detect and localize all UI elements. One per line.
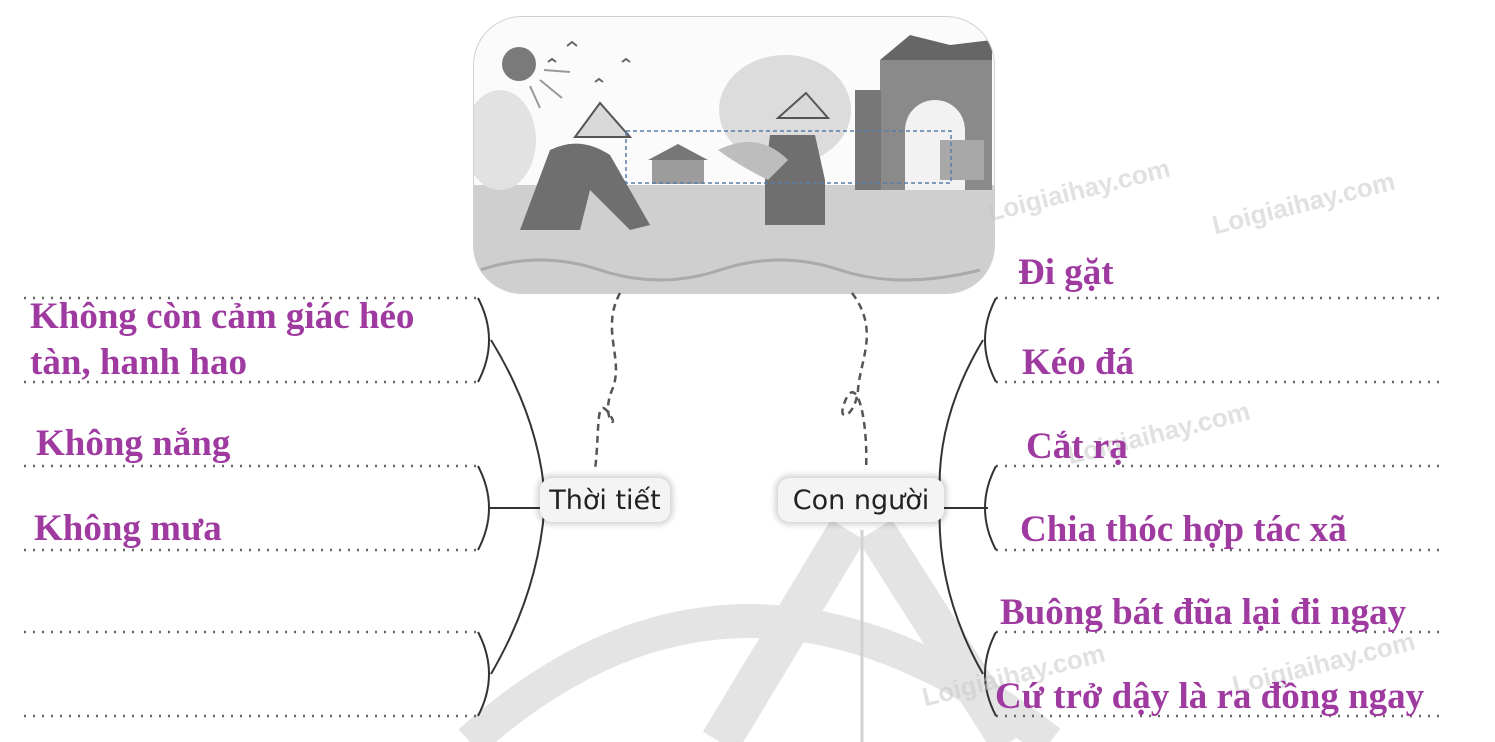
left-answer-no-wilting: Không còn cảm giác héo tàn, hanh hao bbox=[30, 296, 415, 383]
right-answer-pull-stone: Kéo đá bbox=[1022, 342, 1135, 383]
people-label: Con người bbox=[778, 478, 944, 522]
right-answer-drop-bowls: Buông bát đũa lại đi ngay bbox=[1000, 592, 1407, 633]
right-answer-cut-straw: Cắt rạ bbox=[1026, 426, 1128, 467]
left-answer-no-sun: Không nắng bbox=[36, 423, 231, 464]
right-answer-share-rice: Chia thóc hợp tác xã bbox=[1020, 509, 1347, 550]
left-answer-no-rain: Không mưa bbox=[34, 508, 222, 549]
weather-label: Thời tiết bbox=[540, 478, 670, 522]
rice-harvest-illustration-icon bbox=[473, 16, 995, 294]
right-answer-harvest: Đi gặt bbox=[1018, 252, 1114, 293]
right-answer-go-to-field: Cứ trở dậy là ra đồng ngay bbox=[995, 676, 1425, 717]
